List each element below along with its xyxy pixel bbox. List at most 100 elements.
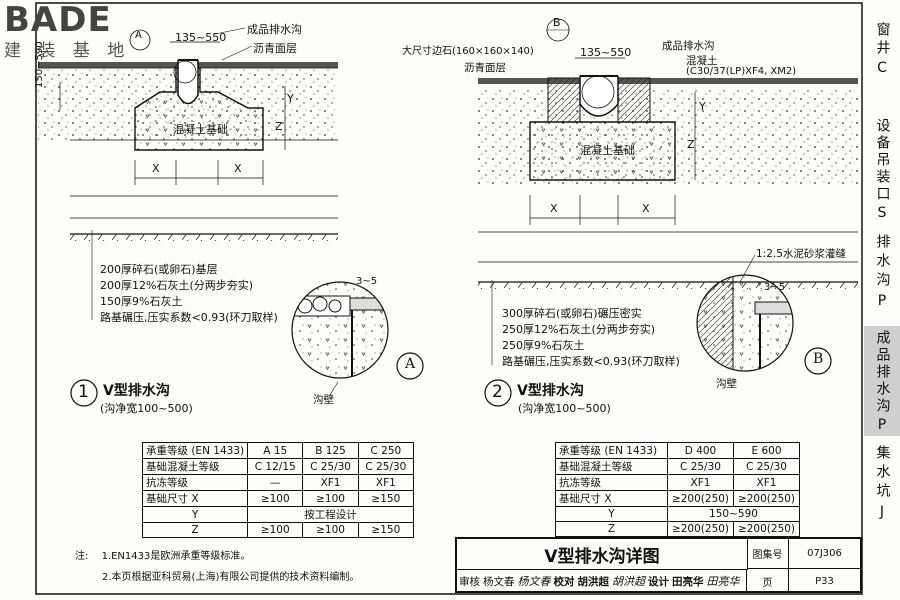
detail1-asphalt-label: 沥青面层 bbox=[253, 42, 297, 55]
tab-code: C bbox=[877, 60, 887, 76]
table2-row: Z ≥200(250) ≥200(250) bbox=[555, 521, 800, 538]
detail2-y-dim: Y bbox=[699, 100, 706, 113]
load-class-table-2: 承重等级 (EN 1433) D 400 E 600 基础混凝土等级 C 25/… bbox=[555, 442, 800, 538]
detail1-layer-1: 200厚碎石(或卵石)基层 bbox=[100, 263, 218, 276]
designer-signature: 田亮华 bbox=[706, 575, 740, 588]
callout-b-grout-label: 1:2.5水泥砂浆灌缝 bbox=[756, 248, 846, 260]
detail2-asphalt-label: 沥青面层 bbox=[464, 62, 506, 74]
page-label: 页 bbox=[747, 569, 789, 593]
tab-sump-pit[interactable]: 集水坑 J bbox=[864, 445, 900, 535]
notes-row-1: 注: 1.EN1433是欧洲承重等级标准。 bbox=[75, 546, 359, 567]
detail1-layer-3: 150厚9%石灰土 bbox=[100, 295, 183, 308]
table2-row: 承重等级 (EN 1433) D 400 E 600 bbox=[555, 442, 800, 459]
checker-name: 胡洪超 bbox=[577, 575, 610, 588]
detail1-title: V型排水沟 bbox=[103, 383, 170, 399]
detail1-x-left: X bbox=[152, 162, 160, 175]
detail1-layer-2: 200厚12%石灰土(分两步夯实) bbox=[100, 279, 254, 292]
detail2-subtitle: (沟净宽100~500) bbox=[518, 402, 611, 415]
callout-a-dim: 3~5 bbox=[356, 276, 378, 287]
table1-row: 基础尺寸 X ≥100 ≥100 ≥150 bbox=[141, 490, 415, 507]
reviewer-signature: 杨文春 bbox=[517, 575, 551, 588]
detail1-callout-letter: A bbox=[135, 30, 142, 41]
detail1-z-dim: Z bbox=[275, 120, 283, 133]
detail2-layer-4: 路基碾压,压实系数<0.93(环刀取样) bbox=[502, 355, 680, 368]
note-item-1: 1.EN1433是欧洲承重等级标准。 bbox=[101, 551, 251, 562]
callout-b-letter: B bbox=[813, 351, 824, 367]
notes-label: 注: bbox=[75, 551, 89, 562]
detail1-width-dim: 135~550 bbox=[175, 31, 227, 44]
detail2-concrete-spec: (C30/37(LP)XF4, XM2) bbox=[686, 66, 797, 77]
design-label: 设计 bbox=[648, 575, 669, 588]
table2-row: 抗冻等级 XF1 XF1 bbox=[555, 474, 800, 491]
tab-label: 集水坑 bbox=[874, 445, 891, 502]
title-block: V型排水沟详图 图集号 07J306 审核 杨文春 杨文春 校对 胡洪超 胡洪超… bbox=[455, 537, 862, 593]
table1-row: 基础混凝土等级 C 12/15 C 25/30 C 25/30 bbox=[141, 458, 415, 475]
detail2-layer-1: 300厚碎石(或卵石)碾压密实 bbox=[502, 307, 642, 320]
detail1-number: 1 bbox=[78, 382, 89, 402]
detail1-y-dim: Y bbox=[287, 92, 294, 105]
table1-row: 承重等级 (EN 1433) A 15 B 125 C 250 bbox=[141, 442, 415, 459]
table1-row: Z ≥100 ≥100 ≥150 bbox=[141, 521, 415, 539]
detail2-layer-3: 250厚9%石灰土 bbox=[502, 339, 585, 352]
checker-signature: 胡洪超 bbox=[612, 575, 645, 588]
callout-a-detail bbox=[291, 281, 389, 396]
atlas-number-label: 图集号 bbox=[747, 539, 789, 569]
tab-code: P bbox=[877, 293, 887, 309]
detail1-layer-4: 路基碾压,压实系数<0.93(环刀取样) bbox=[100, 311, 278, 324]
callout-b-detail bbox=[696, 254, 794, 372]
page-number: P33 bbox=[815, 575, 834, 587]
tab-code: S bbox=[877, 205, 887, 221]
signature-row: 审核 杨文春 杨文春 校对 胡洪超 胡洪超 设计 田亮华 田亮华 bbox=[457, 569, 747, 593]
table2-row: 基础尺寸 X ≥200(250) ≥200(250) bbox=[555, 490, 800, 507]
detail2-foundation-label: 混凝土基础 bbox=[580, 144, 635, 157]
detail2-layer-list: 300厚碎石(或卵石)碾压密实 250厚12%石灰土(分两步夯实) 250厚9%… bbox=[502, 306, 680, 370]
detail1-section bbox=[38, 27, 338, 320]
callout-a-letter: A bbox=[405, 356, 416, 372]
detail1-depth-dim: 150~590 bbox=[34, 41, 45, 88]
detail2-product-drain-label: 成品排水沟 bbox=[662, 40, 715, 52]
sheet-title: V型排水沟详图 bbox=[457, 539, 748, 570]
tab-label: 窗井 bbox=[874, 22, 891, 58]
tab-code: J bbox=[879, 504, 885, 520]
detail2-number: 2 bbox=[492, 382, 503, 402]
tab-equipment-hoist-opening[interactable]: 设备吊装口 S bbox=[864, 118, 900, 228]
tab-label: 设备吊装口 bbox=[874, 118, 891, 203]
tab-drainage-ditch[interactable]: 排水沟 P bbox=[864, 234, 900, 320]
detail2-concrete-label: 混凝土 bbox=[686, 55, 718, 67]
detail2-curb-label: 大尺寸边石(160×160×140) bbox=[402, 46, 534, 57]
callout-b-dim: 3~5 bbox=[764, 282, 786, 293]
tab-label: 排水沟 bbox=[874, 234, 891, 291]
watermark-sub-text: 建 装 基 地 bbox=[4, 41, 131, 61]
notes-block: 注: 1.EN1433是欧洲承重等级标准。 2.本页根据亚科贸易(上海)有限公司… bbox=[75, 546, 359, 588]
detail1-layer-list: 200厚碎石(或卵石)基层 200厚12%石灰土(分两步夯实) 150厚9%石灰… bbox=[100, 262, 278, 326]
detail1-product-drain-label: 成品排水沟 bbox=[247, 23, 302, 36]
note-item-2: 2.本页根据亚科贸易(上海)有限公司提供的技术资料编制。 bbox=[102, 572, 360, 583]
load-class-table-1: 承重等级 (EN 1433) A 15 B 125 C 250 基础混凝土等级 … bbox=[141, 442, 415, 539]
review-label: 审核 bbox=[459, 575, 480, 588]
watermark-logo: BADE 建 装 基 地 bbox=[4, 2, 130, 61]
table1-row: 抗冻等级 — XF1 XF1 bbox=[141, 474, 415, 491]
designer-name: 田亮华 bbox=[672, 575, 704, 588]
callout-a-wall-label: 沟壁 bbox=[313, 394, 334, 406]
detail2-z-dim: Z bbox=[687, 138, 695, 151]
tab-window-well[interactable]: 窗井 C bbox=[864, 22, 900, 102]
tab-product-drainage-ditch[interactable]: 成品排水沟 P bbox=[864, 326, 900, 436]
table2-row: 基础混凝土等级 C 25/30 C 25/30 bbox=[555, 458, 800, 475]
detail1-foundation-label: 混凝土基础 bbox=[173, 123, 228, 136]
table1-row: Y 按工程设计 bbox=[141, 506, 414, 523]
callout-b-wall-label: 沟壁 bbox=[716, 378, 737, 390]
table2-row: Y 150~590 bbox=[555, 505, 800, 523]
check-label: 校对 bbox=[553, 575, 575, 588]
detail1-x-right: X bbox=[234, 162, 242, 175]
detail2-callout-letter: B bbox=[553, 16, 561, 29]
tab-label: 成品排水沟 bbox=[874, 330, 891, 415]
tab-code: P bbox=[877, 417, 887, 433]
detail2-layer-2: 250厚12%石灰土(分两步夯实) bbox=[502, 323, 656, 336]
reviewer-name: 杨文春 bbox=[483, 575, 515, 588]
detail2-x-right: X bbox=[642, 202, 650, 215]
watermark-logo-text: BADE bbox=[4, 0, 112, 40]
atlas-number: 07J306 bbox=[789, 539, 860, 569]
detail2-x-left: X bbox=[550, 202, 558, 215]
chapter-tabs: 窗井 C 设备吊装口 S 排水沟 P 成品排水沟 P 集水坑 J bbox=[864, 0, 900, 600]
